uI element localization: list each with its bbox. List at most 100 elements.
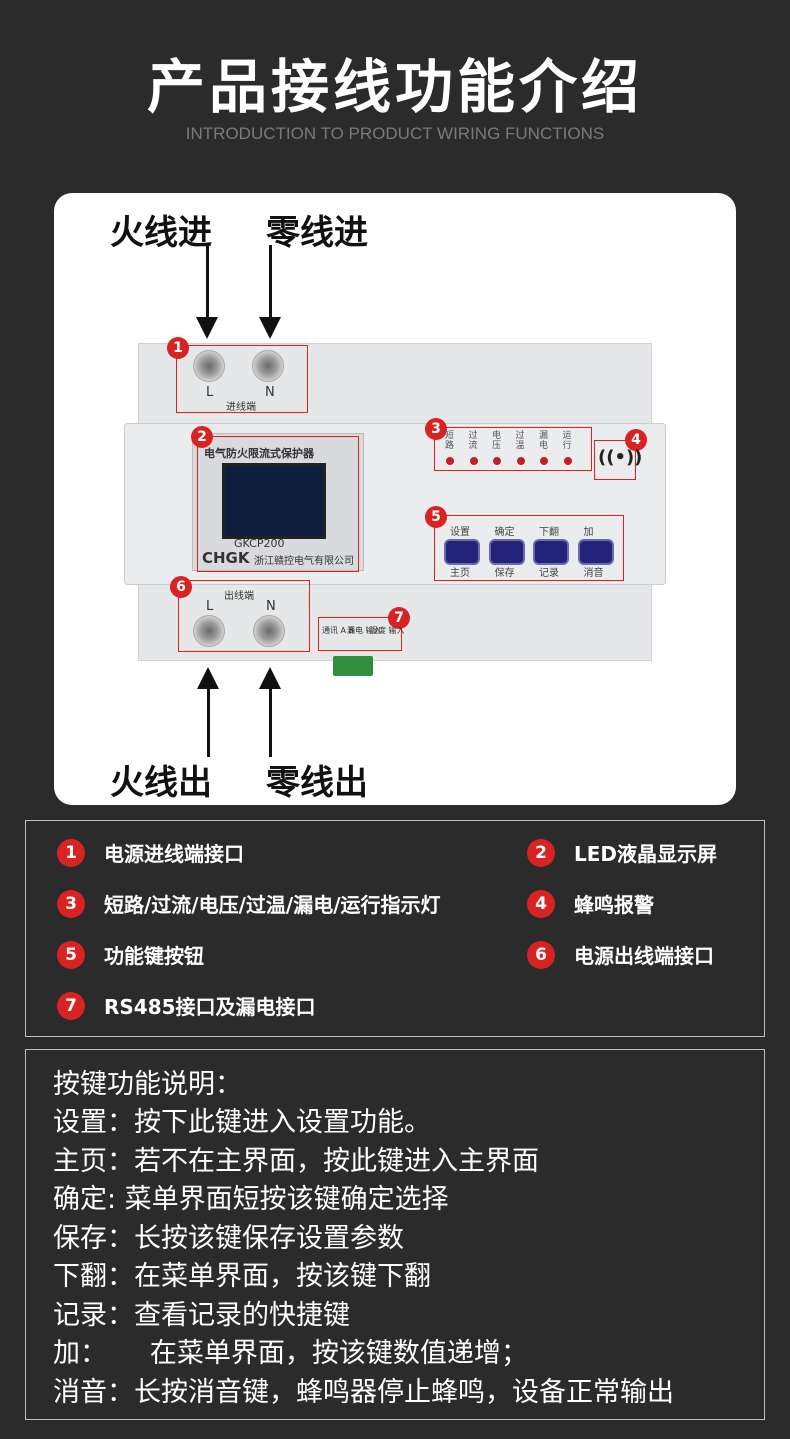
indicator-led <box>493 457 501 465</box>
button-top-label: 确定 <box>494 527 515 538</box>
legend-number: 4 <box>527 889 555 918</box>
badge-2: 2 <box>191 426 213 448</box>
badge-5: 5 <box>425 506 447 528</box>
live-in-label: 火线进 <box>110 213 212 253</box>
device-button[interactable] <box>444 539 480 565</box>
legend-item-1: 1 电源进线端接口 <box>57 838 244 867</box>
output-terminal-label: 出线端 <box>224 591 254 602</box>
legend-item-3: 3 短路/过流/电压/过温/漏电/运行指示灯 <box>57 889 441 918</box>
button-top-label: 下翻 <box>539 527 559 538</box>
button-description-box: 按键功能说明： 设置：按下此键进入设置功能。 主页：若不在主界面，按此键进入主界… <box>25 1049 765 1420</box>
n-out-label: N <box>266 599 276 614</box>
badge-3: 3 <box>425 418 447 440</box>
indicator-led <box>516 457 525 465</box>
legend-text: 功能键按钮 <box>104 944 204 968</box>
indicator-led <box>446 457 454 465</box>
button-bottom-label: 消音 <box>583 568 604 579</box>
button-top-label: 加 <box>583 527 594 538</box>
legend-text: RS485接口及漏电接口 <box>104 995 316 1019</box>
input-terminal-box <box>176 345 308 413</box>
legend-number: 7 <box>57 991 85 1020</box>
legend-number: 2 <box>527 838 555 867</box>
description-line: 按键功能说明： <box>53 1069 242 1100</box>
device-name: 电气防火限流式保护器 <box>204 447 314 460</box>
screw-n-out <box>253 615 285 647</box>
input-terminal-label: 进线端 <box>226 402 256 413</box>
indicator-led <box>563 457 572 465</box>
live-out-arrowhead <box>197 667 219 689</box>
description-line: 保存：长按该键保存设置参数 <box>53 1223 404 1254</box>
terminal-block <box>333 656 373 676</box>
screw-l-out <box>193 615 225 647</box>
l-in-label: L <box>206 385 214 400</box>
screw-n-in <box>252 350 284 382</box>
lcd-screen <box>222 463 326 539</box>
badge-7: 7 <box>388 607 410 629</box>
screen-box <box>197 436 359 572</box>
n-in-label: N <box>265 385 275 400</box>
description-line: 记录：查看记录的快捷键 <box>53 1300 350 1331</box>
description-line: 加： 在菜单界面，按该键数值递增； <box>53 1338 528 1369</box>
legend-text: 电源出线端接口 <box>574 944 714 968</box>
device-button[interactable] <box>488 539 525 565</box>
legend-number: 1 <box>57 838 85 867</box>
button-bottom-label: 保存 <box>494 568 515 579</box>
page-title: 产品接线功能介绍 <box>146 53 643 121</box>
legend-number: 6 <box>527 940 555 969</box>
button-top-label: 设置 <box>450 527 470 538</box>
legend-item-6: 6 电源出线端接口 <box>527 940 714 969</box>
indicator-label: 运行 <box>562 431 572 451</box>
port-box <box>318 617 402 651</box>
neutral-out-arrowhead <box>259 667 281 689</box>
port-comm: 通讯 A B <box>322 626 355 635</box>
description-line: 主页：若不在主界面，按此键进入主界面 <box>53 1146 539 1177</box>
screw-l-in <box>193 350 225 382</box>
description-line: 消音：长按消音键，蜂鸣器停止蜂鸣，设备正常输出 <box>53 1377 674 1408</box>
button-bottom-label: 记录 <box>539 568 559 579</box>
neutral-in-label: 零线进 <box>266 213 368 253</box>
wiring-diagram-panel: 火线进 零线进 1 L N 进线端 2 电气防火限流式保护器 GKCP200 C… <box>54 193 736 805</box>
neutral-in-arrowhead <box>259 317 281 339</box>
button-box <box>434 515 624 581</box>
live-out-arrow <box>207 683 210 757</box>
description-line: 下翻：在菜单界面，按该键下翻 <box>53 1261 431 1292</box>
badge-6: 6 <box>170 576 192 598</box>
neutral-in-arrow <box>269 245 272 333</box>
live-out-label: 火线出 <box>110 763 212 803</box>
buzzer-icon: ((•)) <box>598 447 643 468</box>
button-bottom-label: 主页 <box>450 568 470 579</box>
legend-text: 蜂鸣报警 <box>574 893 654 917</box>
legend-item-5: 5 功能键按钮 <box>57 940 204 969</box>
device-company: 浙江赣控电气有限公司 <box>254 556 354 567</box>
badge-1: 1 <box>167 337 189 359</box>
indicator-label: 电压 <box>492 431 502 451</box>
indicator-label: 漏电 <box>539 431 549 451</box>
legend-item-7: 7 RS485接口及漏电接口 <box>57 991 316 1020</box>
legend-item-4: 4 蜂鸣报警 <box>527 889 654 918</box>
legend-text: 短路/过流/电压/过温/漏电/运行指示灯 <box>104 893 441 917</box>
indicator-led <box>469 457 478 465</box>
page-subtitle: INTRODUCTION TO PRODUCT WIRING FUNCTIONS <box>185 124 605 143</box>
description-line: 设置：按下此键进入设置功能。 <box>53 1107 431 1138</box>
port-leak: 漏电 输入 <box>347 626 382 635</box>
badge-4: 4 <box>625 429 647 451</box>
legend-text: 电源进线端接口 <box>104 842 244 866</box>
neutral-out-label: 零线出 <box>266 763 368 803</box>
device-button[interactable] <box>577 539 614 565</box>
legend-number: 3 <box>57 889 85 918</box>
legend-box: 1 电源进线端接口 2 LED液晶显示屏 3 短路/过流/电压/过温/漏电/运行… <box>25 820 765 1037</box>
buzzer-box <box>594 440 636 480</box>
indicator-box <box>434 427 592 471</box>
device-brand: CHGK <box>202 549 250 567</box>
indicator-label: 过温 <box>515 431 525 451</box>
l-out-label: L <box>206 599 214 614</box>
device-button[interactable] <box>533 539 569 565</box>
neutral-out-arrow <box>269 683 272 757</box>
indicator-label: 过流 <box>468 431 478 451</box>
legend-number: 5 <box>57 940 85 969</box>
device-model: GKCP200 <box>234 537 285 550</box>
live-in-arrow <box>206 245 209 333</box>
legend-item-2: 2 LED液晶显示屏 <box>527 838 717 867</box>
description-line: 确定: 菜单界面短按该键确定选择 <box>53 1184 449 1215</box>
port-temp: 温度 输入 <box>370 626 405 635</box>
